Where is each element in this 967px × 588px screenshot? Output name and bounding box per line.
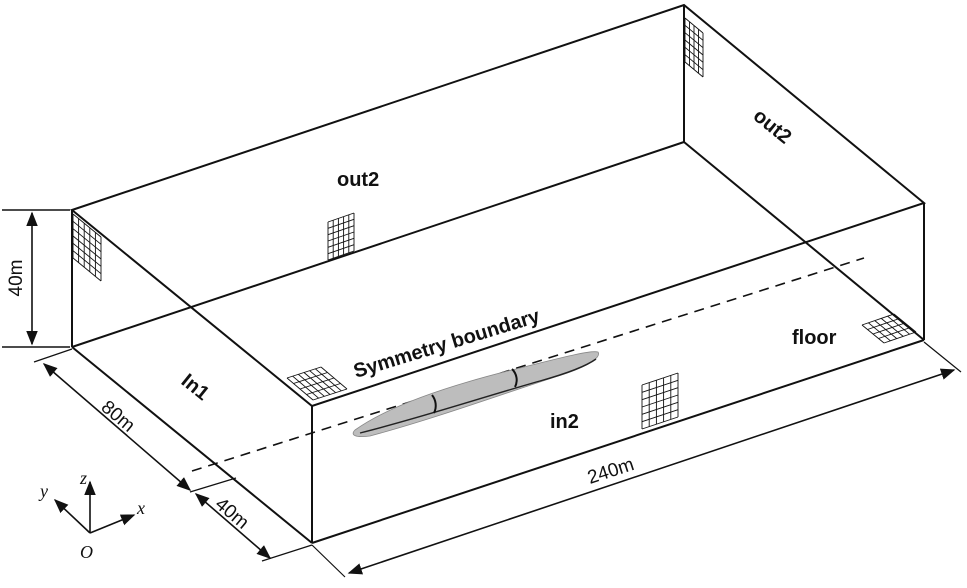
floor-centerline (191, 257, 865, 472)
mesh-patch-floor (861, 313, 917, 344)
edge-back-right (683, 141, 925, 341)
edge-symmetry-top (71, 141, 685, 348)
label-in1: In1 (177, 370, 213, 405)
mesh-patch-out2-side (684, 17, 704, 78)
dimension-height: 40m (2, 209, 70, 348)
label-offset: 40m (211, 494, 253, 534)
mesh-patch-symmetry (286, 366, 348, 401)
axis-z-label: z (79, 468, 87, 488)
label-length: 240m (585, 454, 637, 489)
label-floor: floor (792, 327, 837, 349)
axis-x-label: x (136, 498, 145, 518)
edge-bottom-front (311, 339, 925, 544)
coordinate-axes: z x y O (38, 468, 145, 562)
mesh-patches (72, 17, 917, 430)
mesh-patch-out2-top (327, 212, 355, 261)
dimension-width: 80m 40m (33, 348, 313, 562)
axis-origin-label: O (80, 542, 93, 562)
domain-box (69, 3, 927, 544)
label-height: 40m (6, 260, 27, 297)
dimension-length: 240m (311, 341, 962, 578)
label-in2: in2 (550, 411, 579, 433)
label-out2-top: out2 (337, 169, 379, 191)
label-out2-side: out2 (749, 105, 796, 149)
axis-y-label: y (38, 481, 48, 501)
label-width: 80m (97, 397, 139, 437)
mesh-patch-in2 (641, 372, 679, 430)
mesh-patch-in1 (72, 213, 102, 282)
